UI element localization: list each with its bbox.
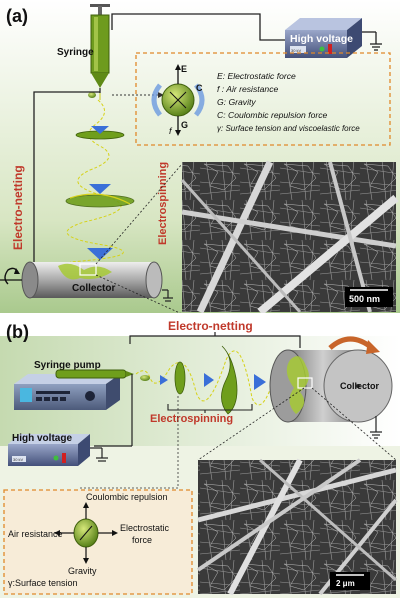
force-box-b: [3, 489, 193, 595]
force-surface-tension: γ:Surface tension: [8, 578, 78, 588]
hv-readout-b: 30 kV: [13, 457, 24, 462]
collector-label-a: Collector: [72, 283, 115, 294]
sem-image-a: [180, 160, 399, 316]
electro-netting-label-b: Electro-netting: [168, 319, 253, 333]
collector-drum-b: [269, 336, 393, 423]
electrospinning-side-label: Electrospinning: [157, 162, 169, 245]
high-voltage-box-b: 30 kV: [8, 434, 90, 466]
force-g-letter: G: [181, 120, 188, 130]
panel-b-tag: (b): [6, 322, 29, 342]
high-voltage-box: 30 kV: [285, 18, 362, 58]
force-air: Air resistance: [8, 529, 63, 539]
sem-image-b: [196, 458, 398, 596]
scale-bar-a: 500 nm: [349, 294, 380, 304]
force-gravity: Gravity: [68, 566, 97, 576]
force-e-letter: E: [181, 64, 187, 74]
electro-netting-side-label: Electro-netting: [11, 165, 25, 250]
force-electrostatic-1: Electrostatic: [120, 523, 170, 533]
legend-line-3: G: Gravity: [217, 97, 256, 107]
syringe-pump: [14, 369, 134, 410]
hv-readout: 30 kV: [291, 48, 302, 53]
jet-path-a: [65, 99, 135, 263]
syringe: [90, 4, 110, 93]
legend-line-5: γ: Surface tension and viscoelastic forc…: [217, 124, 360, 133]
netting-bracket: [129, 332, 301, 348]
legend-line-1: E: Electrostatic force: [217, 71, 296, 81]
spinning-bracket: [167, 404, 253, 413]
force-box-a: [135, 52, 391, 146]
syringe-pump-label: Syringe pump: [34, 360, 101, 371]
force-drop-a: [151, 64, 205, 136]
collector-label-b: Collector: [340, 381, 380, 391]
jet-drop: [88, 92, 96, 98]
hv-label: High voltage: [290, 33, 353, 45]
collector-drum-a: [0, 261, 163, 299]
hv-label-b: High voltage: [12, 433, 72, 444]
force-coulombic: Coulombic repulsion: [86, 492, 168, 502]
force-drop-b: [54, 502, 118, 564]
ground-symbol-a2: [162, 289, 173, 302]
ground-symbol-b2: [370, 416, 382, 439]
legend-line-2: f : Air resistance: [217, 84, 279, 94]
jet-path-b: [135, 345, 277, 415]
scale-bar-b: 2 μm: [336, 579, 355, 588]
wire-hv: [111, 13, 285, 41]
syringe-label: Syringe: [57, 47, 94, 58]
panel-a-tag: (a): [6, 6, 28, 26]
force-c-letter: C: [196, 83, 203, 93]
legend-line-4: C: Coulombic repulsion force: [217, 110, 328, 120]
ground-symbol-b: [90, 447, 108, 462]
ground-symbol-a: [362, 31, 382, 51]
force-electrostatic-2: force: [132, 535, 152, 545]
electrospinning-label-b: Electrospinning: [150, 413, 233, 425]
force-f-letter: f: [169, 126, 173, 136]
